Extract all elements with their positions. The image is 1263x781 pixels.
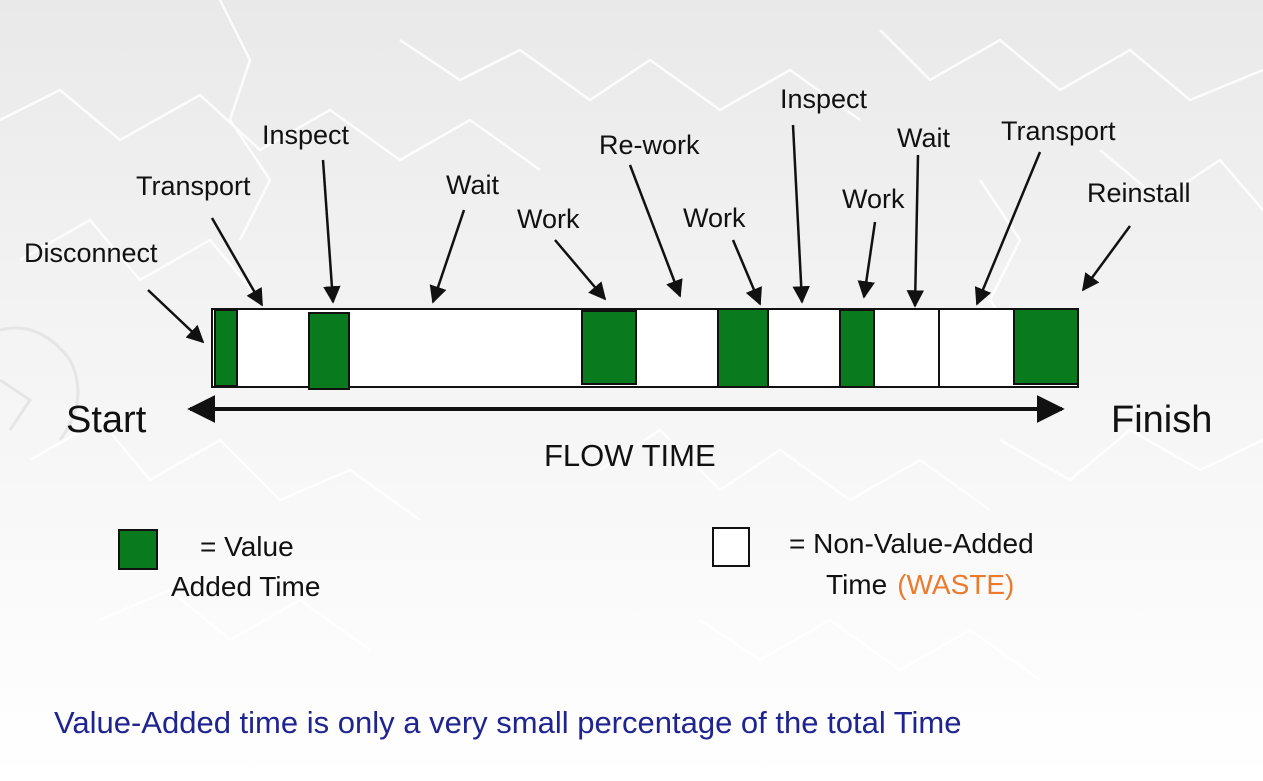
pointer-arrow-wait-2 [906,154,925,308]
pointer-arrow-disconnect [147,289,205,344]
legend-non-value-time: Time [826,569,887,600]
legend-non-value-swatch [712,527,750,567]
step-label-wait-2: Wait [897,123,950,153]
pointer-arrow-work-2 [731,239,762,306]
pointer-arrow-rework [628,164,683,298]
step-label-reinstall: Reinstall [1087,178,1191,208]
legend-value-added-swatch [118,529,158,570]
finish-label: Finish [1111,399,1212,441]
footer-note: Value-Added time is only a very small pe… [54,705,962,740]
pointer-arrow-inspect-1 [321,159,341,304]
step-label-inspect-1: Inspect [262,120,350,150]
value-added-block-work-1 [581,310,637,385]
start-label: Start [66,399,147,441]
value-added-block-work-3 [839,309,875,388]
pointer-arrow-wait-1 [429,209,466,304]
legend-value-added-line1: = Value [200,531,294,562]
pointer-arrow-inspect-2 [791,124,810,304]
legend-non-value-line2: Time (WASTE) [826,569,1014,600]
pointer-arrow-transport-1 [210,217,264,307]
value-added-block-inspect [308,312,350,390]
pointer-arrow-work-3 [857,221,877,299]
step-label-wait-1: Wait [446,170,499,200]
value-added-block-disconnect [214,309,238,387]
legend-waste-label: (WASTE) [897,569,1014,600]
legend-non-value-line1: = Non-Value-Added [789,528,1034,559]
step-label-inspect-2: Inspect [780,84,868,114]
step-label-work-3: Work [842,184,905,214]
step-label-transport-2: Transport [1001,116,1116,146]
step-label-work-2: Work [683,203,746,233]
step-label-disconnect: Disconnect [24,238,158,268]
value-added-block-work-2 [717,308,769,388]
legend-value-added-line2: Added Time [171,571,320,602]
flow-time-label: FLOW TIME [544,438,716,473]
step-label-rework: Re-work [599,130,700,160]
pointer-arrow-work-1 [554,239,607,301]
step-label-transport-1: Transport [136,171,251,201]
value-added-block-reinstall [1013,308,1079,385]
pointer-arrow-reinstall [1081,225,1132,292]
pointer-arrow-transport-2 [974,151,1042,306]
step-label-work-1: Work [517,204,580,234]
